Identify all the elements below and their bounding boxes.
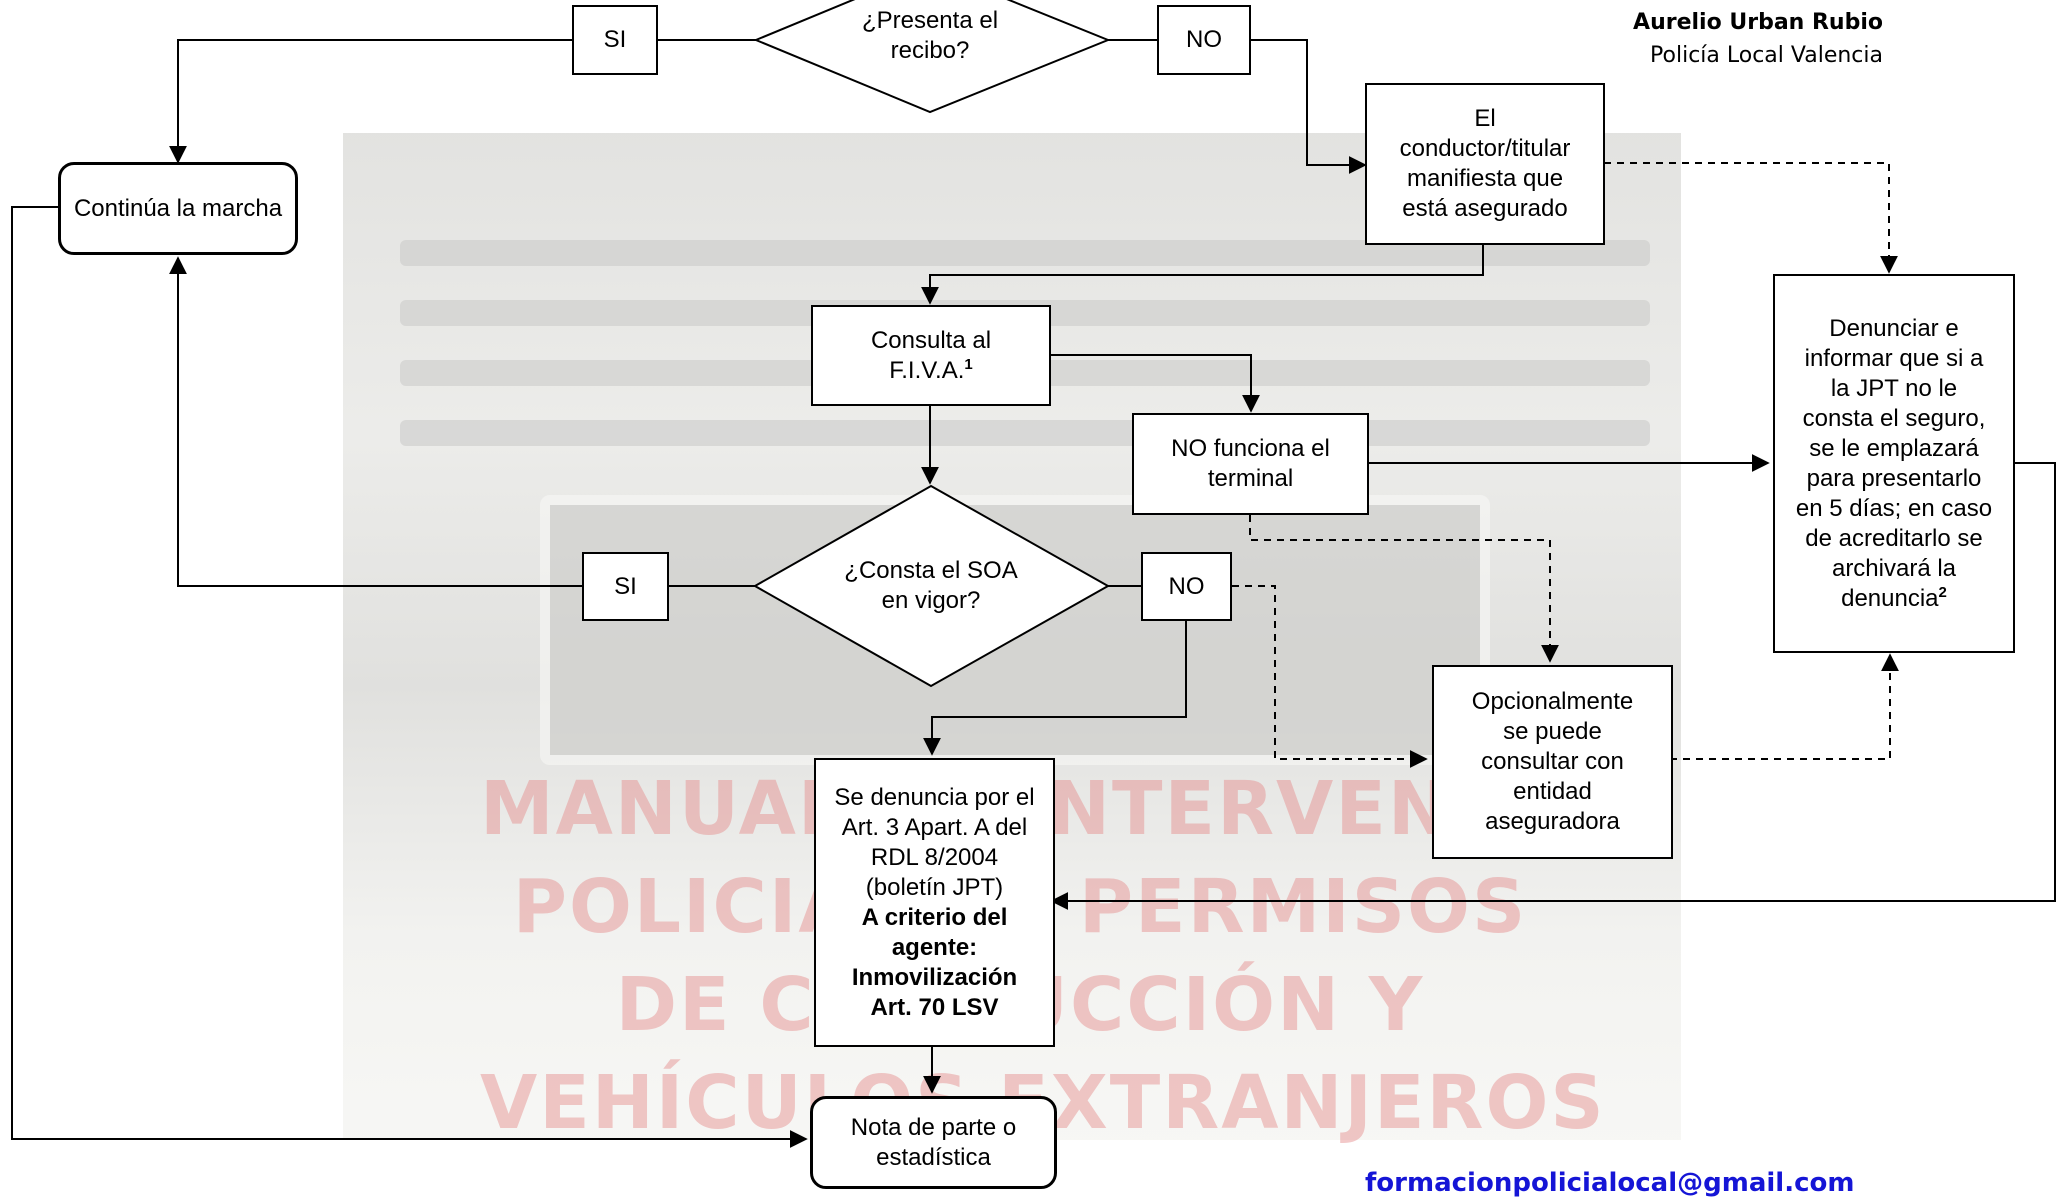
footnote-1: 1 <box>964 355 973 373</box>
no-funciona-terminal-box: NO funciona el terminal <box>1132 413 1369 515</box>
arrow-si-continua <box>169 39 572 164</box>
arrow-consulta-nofunciona <box>1050 354 1260 413</box>
author-organization: Policía Local Valencia <box>1650 43 1883 68</box>
si-top-label: SI <box>572 5 658 75</box>
diamond-consta-soa <box>752 484 1111 688</box>
grille-bar <box>400 420 1650 446</box>
arrow-continua-nota <box>11 206 808 1148</box>
dashed-no-opcional <box>1232 585 1428 768</box>
criterio-agente-text: A criterio del agente: Inmovilización Ar… <box>851 903 1018 1021</box>
dashed-opcional-denunciar <box>1670 653 1899 760</box>
denunciar-informar-text: Denunciar e informar que si a la JPT no … <box>1795 314 1993 612</box>
continua-marcha-box: Continúa la marcha <box>58 162 298 255</box>
consulta-fiva-text: Consulta al F.I.V.A. <box>870 326 992 384</box>
consta-soa-question: ¿Consta el SOA en vigor? <box>844 557 1018 614</box>
nota-parte-box: Nota de parte o estadística <box>810 1096 1057 1189</box>
arrow-si-continua-mid <box>169 256 582 587</box>
consulta-fiva-box: Consulta al F.I.V.A.1 <box>811 305 1051 406</box>
se-denuncia-text: Se denuncia por el Art. 3 Apart. A del R… <box>834 783 1035 901</box>
diamond-presenta-recibo <box>753 0 1111 114</box>
se-denuncia-box: Se denuncia por el Art. 3 Apart. A del R… <box>814 758 1055 1047</box>
contact-email: formacionpolicialocal@gmail.com <box>1365 1168 1855 1198</box>
dashed-nofunciona-opcional <box>1249 515 1559 663</box>
denunciar-informar-box: Denunciar e informar que si a la JPT no … <box>1773 274 2015 653</box>
author-name: Aurelio Urban Rubio <box>1633 10 1883 35</box>
no-mid-label: NO <box>1141 552 1232 621</box>
arrow-denunciar-denuncia <box>1050 462 2056 910</box>
arrow-manifiesta-consulta <box>921 245 1484 305</box>
arrow-no-manifiesta <box>1251 39 1367 174</box>
footnote-2: 2 <box>1938 583 1947 601</box>
si-mid-label: SI <box>582 552 669 621</box>
manifiesta-asegurado-box: El conductor/titular manifiesta que está… <box>1365 83 1605 245</box>
dashed-manifiesta-denunciar <box>1604 162 1898 274</box>
author-block: Aurelio Urban Rubio Policía Local Valenc… <box>1633 6 1883 72</box>
opcionalmente-consultar-box: Opcionalmente se puede consultar con ent… <box>1432 665 1673 859</box>
no-top-label: NO <box>1157 5 1251 75</box>
presenta-recibo-question: ¿Presenta el recibo? <box>861 7 999 64</box>
arrow-no-denuncia <box>923 621 1187 756</box>
